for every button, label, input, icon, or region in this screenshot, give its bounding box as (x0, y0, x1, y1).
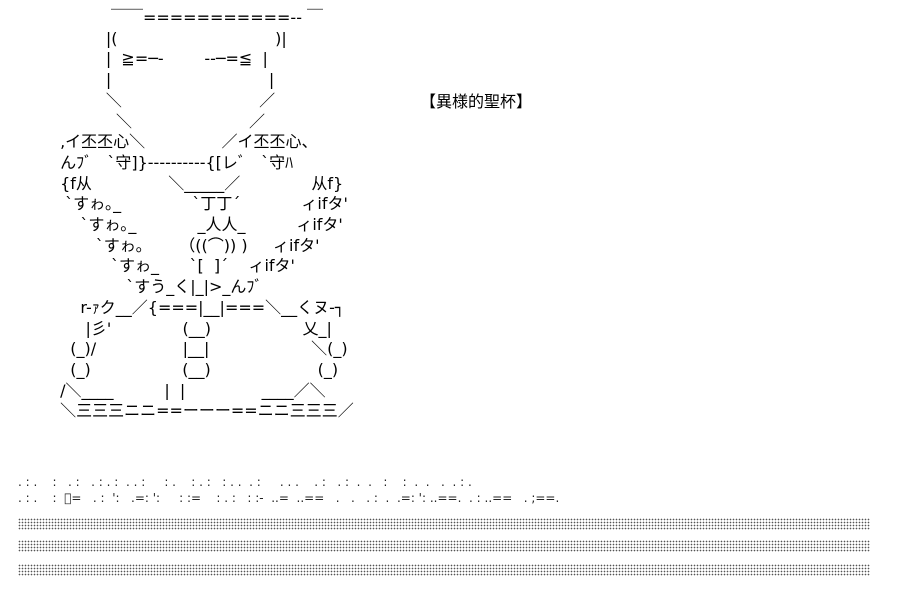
dotted-text-line: . : . : . : . : . : . . : : . : . : : . … (18, 475, 472, 489)
art-line: ＼ ／ (55, 111, 266, 131)
art-line: r-ｧク__／{===|__|===＼__くヌ-┐ (55, 297, 345, 317)
art-line: `すう_く|_|>_んﾌﾞ (55, 277, 263, 297)
art-line: `すゎ｡ （((⌒)) ) ィifタ' (55, 235, 320, 255)
dotted-rule-1 (18, 518, 870, 530)
art-caption: 【異様的聖杯】 (420, 92, 533, 111)
art-line: ＼三三三ニニ==ーーー==ニニ三三三／ (55, 401, 354, 421)
art-line: ,イ丕丕心＼ ／イ丕丕心、 (55, 132, 318, 152)
art-line: ￣￣===========-- ￣ (55, 8, 324, 27)
dotted-rule-3 (18, 564, 870, 576)
art-line: んﾌﾞ `守]}----------{[レﾞ `守ﾊ (55, 152, 294, 172)
art-line: /＼____ | | ____／＼ (55, 380, 326, 400)
art-line: `すゎ｡_ _人人_ ィifタ' (55, 215, 343, 235)
art-line: |( )| (55, 28, 287, 48)
art-line: `すゎ｡_ `丁丁´ ィifタ' (55, 194, 348, 214)
art-line: (_)/ |__| ＼(_) (55, 339, 348, 359)
art-line: | | (55, 70, 275, 90)
dotted-text-line: . : . : ﾞ= . : ': .=: ': : := : . : : :-… (18, 491, 560, 505)
art-line: {f从 ＼_____／ 从f} (55, 173, 344, 193)
art-line: |彡' (__) 乂_| (55, 318, 332, 338)
art-line: ＼ ／ (55, 90, 276, 110)
art-line: `すゎ_ `[ ]´ ィifタ' (55, 256, 295, 276)
art-line: (_) (__) (_) (55, 359, 339, 379)
dotted-text-rows: . : . : . : . : . : . . : : . : . : : . … (18, 474, 559, 506)
dotted-rule-2 (18, 540, 870, 552)
art-line: | ≧=─- --─=≦ | (55, 49, 268, 69)
holy-grail-ascii-art: ￣￣===========-- ￣ |( )| | ≧=─- --─=≦ | |… (55, 8, 354, 422)
